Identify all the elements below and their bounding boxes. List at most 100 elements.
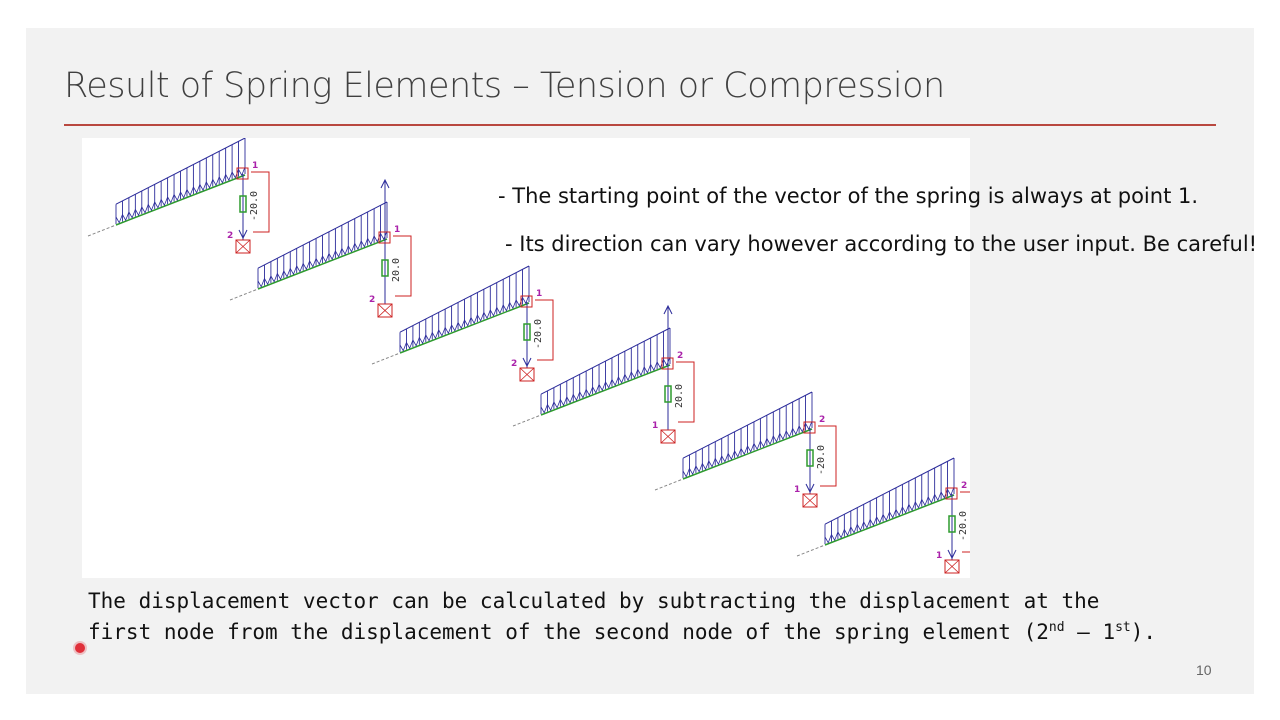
load-arrowhead: [785, 428, 794, 438]
load-arrowhead: [412, 337, 420, 347]
load-arrowhead: [205, 179, 214, 189]
beam-base: [115, 174, 246, 226]
load-arrowhead: [598, 381, 606, 392]
vector-arrow: [380, 178, 390, 189]
laser-pointer-dot: [75, 643, 85, 653]
spring-bracket: [251, 171, 270, 233]
load-arrowhead: [734, 448, 742, 458]
load-arrowhead: [270, 273, 278, 283]
load-arrowhead: [592, 384, 600, 394]
spring-bracket: [960, 491, 970, 553]
load-arrowhead: [302, 260, 310, 271]
load-arrowhead: [225, 171, 233, 182]
load-arrowhead: [876, 514, 884, 524]
node-bottom-box: [519, 367, 535, 382]
load-arrowhead: [218, 174, 227, 184]
load-arrowhead: [296, 263, 304, 273]
load-arrowhead: [496, 304, 504, 315]
load-arrowhead: [721, 453, 729, 463]
load-arrowhead: [341, 245, 349, 256]
node-number-bottom: 1: [936, 551, 942, 561]
spring-value-label: -20.0: [816, 445, 827, 475]
load-arrowhead: [360, 238, 369, 248]
load-arrowhead: [579, 389, 587, 399]
page-number: 10: [1196, 662, 1212, 678]
load-arrowhead: [315, 255, 323, 266]
load-arrowhead: [740, 445, 748, 456]
load-arrowhead: [515, 297, 523, 307]
load-arrowhead: [772, 433, 781, 443]
spring-coil: [806, 449, 814, 467]
title-divider: [64, 124, 1216, 126]
load-arrowhead: [824, 534, 832, 544]
spring-value-label: -20.0: [958, 511, 969, 541]
spring-coil: [948, 515, 956, 533]
node-number-bottom: 1: [652, 421, 658, 431]
load-arrowhead: [689, 465, 697, 476]
vector-arrow: [522, 357, 532, 368]
spring-coil: [523, 323, 531, 341]
load-arrowhead: [186, 186, 194, 197]
node-number-top: 2: [677, 351, 683, 361]
load-arrowhead: [605, 379, 613, 389]
spring-coil: [381, 259, 389, 277]
spring-value-label: 20.0: [674, 384, 685, 408]
load-arrowhead: [522, 294, 530, 305]
caption-sup-st: st: [1115, 620, 1131, 635]
node-bottom-box: [235, 239, 251, 254]
vector-arrow: [663, 304, 673, 315]
node-top-box: [803, 421, 816, 434]
load-arrowhead: [309, 258, 317, 268]
load-arrowhead: [682, 468, 690, 478]
load-arrowhead: [572, 391, 581, 402]
load-arrowhead: [277, 270, 285, 281]
load-arrowhead: [128, 209, 136, 219]
load-arrowhead: [766, 435, 774, 446]
load-arrowhead: [837, 529, 845, 539]
node-number-bottom: 1: [794, 485, 800, 495]
node-bottom-cross: [235, 239, 251, 254]
node-number-top: 1: [252, 161, 258, 171]
load-arrowhead: [585, 386, 593, 397]
load-arrowhead: [122, 211, 130, 222]
caption-line-1: The displacement vector can be calculate…: [88, 589, 1100, 613]
load-arrowhead: [167, 194, 175, 204]
load-arrowhead: [115, 214, 123, 224]
ground-dash: [371, 352, 401, 365]
caption-end: ).: [1130, 620, 1157, 644]
load-arrowhead: [231, 169, 239, 179]
node-bottom-cross: [519, 367, 535, 382]
slide-title: Result of Spring Elements – Tension or C…: [64, 66, 945, 106]
ground-dash: [87, 224, 117, 237]
load-arrowhead: [180, 189, 188, 199]
load-arrowhead: [895, 506, 903, 517]
load-arrowhead: [322, 253, 330, 263]
load-arrowhead: [483, 309, 491, 320]
caption: The displacement vector can be calculate…: [88, 586, 1156, 648]
load-arrowhead: [238, 166, 246, 177]
load-arrowhead: [367, 235, 375, 246]
load-arrowhead: [902, 504, 910, 514]
node-number-top: 1: [394, 225, 400, 235]
load-arrowhead: [618, 374, 626, 384]
load-arrowhead: [869, 516, 877, 527]
load-arrowhead: [419, 334, 427, 345]
load-arrowhead: [656, 359, 664, 369]
beam-base: [824, 494, 955, 546]
node-bottom-cross: [660, 429, 676, 444]
spring-bracket: [393, 235, 412, 297]
note-direction: - Its direction can vary however accordi…: [505, 232, 1258, 256]
load-arrowhead: [863, 519, 871, 529]
load-arrowhead: [289, 265, 298, 276]
load-arrowhead: [831, 531, 839, 542]
load-arrowhead: [347, 243, 356, 253]
load-arrowhead: [173, 191, 181, 202]
caption-line-2: first node from the displacement of the …: [88, 617, 1156, 648]
load-arrowhead: [509, 299, 517, 310]
load-arrowhead: [566, 394, 574, 404]
spring-value-label: -20.0: [249, 191, 260, 221]
load-arrowhead: [438, 327, 446, 337]
node-number-top: 2: [819, 415, 825, 425]
